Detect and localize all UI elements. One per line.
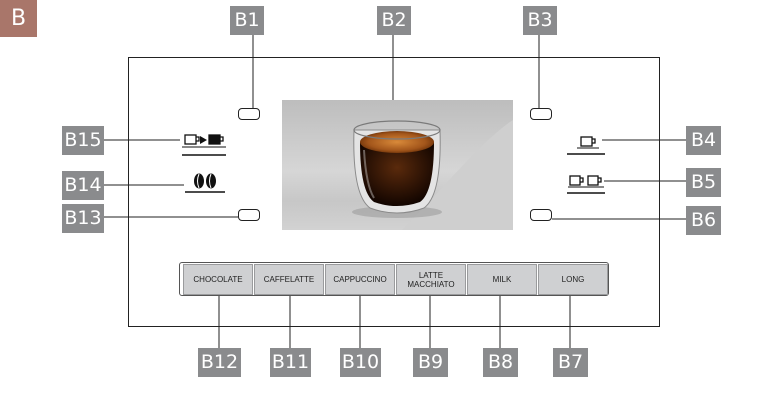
cappuccino-button[interactable]: CAPPUCCINO: [325, 264, 395, 295]
preground-coffee-icon: [182, 134, 226, 156]
callout-b10: B10: [340, 348, 381, 377]
caffelatte-label: CAFFELATTE: [263, 275, 315, 284]
display-screen: [282, 100, 513, 230]
espresso-glass-image: [352, 120, 513, 230]
latte-macchiato-button[interactable]: LATTE MACCHIATO: [396, 264, 466, 295]
caffelatte-button[interactable]: CAFFELATTE: [254, 264, 324, 295]
cappuccino-label: CAPPUCCINO: [333, 275, 387, 284]
callout-b11: B11: [270, 348, 311, 377]
callout-b7: B7: [553, 348, 588, 377]
double-cup-icon: [567, 175, 605, 194]
callout-b12: B12: [198, 348, 241, 377]
callout-b13: B13: [62, 204, 104, 233]
callout-b14: B14: [62, 171, 104, 200]
section-badge: B: [0, 0, 37, 37]
callout-b4: B4: [686, 126, 721, 155]
callout-b5: B5: [686, 168, 721, 197]
touch-button-b13[interactable]: [238, 209, 260, 221]
callout-b1: B1: [230, 6, 264, 35]
touch-button-b1[interactable]: [238, 108, 260, 120]
coffee-beans-icon: [185, 173, 225, 193]
long-button[interactable]: LONG: [538, 264, 608, 295]
single-cup-icon: [567, 136, 605, 155]
latte-label-line2: MACCHIATO: [407, 279, 455, 289]
milk-label: MILK: [492, 275, 512, 284]
callout-b9: B9: [413, 348, 448, 377]
latte-label-line1: LATTE: [418, 270, 444, 280]
chocolate-button[interactable]: CHOCOLATE: [183, 264, 253, 295]
callout-b2: B2: [377, 6, 411, 35]
callout-b6: B6: [686, 206, 721, 235]
touch-button-b6[interactable]: [530, 209, 552, 221]
callout-b3: B3: [523, 6, 557, 35]
long-label: LONG: [561, 275, 585, 284]
callout-b8: B8: [483, 348, 518, 377]
callout-b15: B15: [62, 126, 104, 155]
panel-outline: [128, 57, 660, 327]
chocolate-label: CHOCOLATE: [193, 275, 243, 284]
touch-button-b3[interactable]: [530, 108, 552, 120]
milk-button[interactable]: MILK: [467, 264, 537, 295]
